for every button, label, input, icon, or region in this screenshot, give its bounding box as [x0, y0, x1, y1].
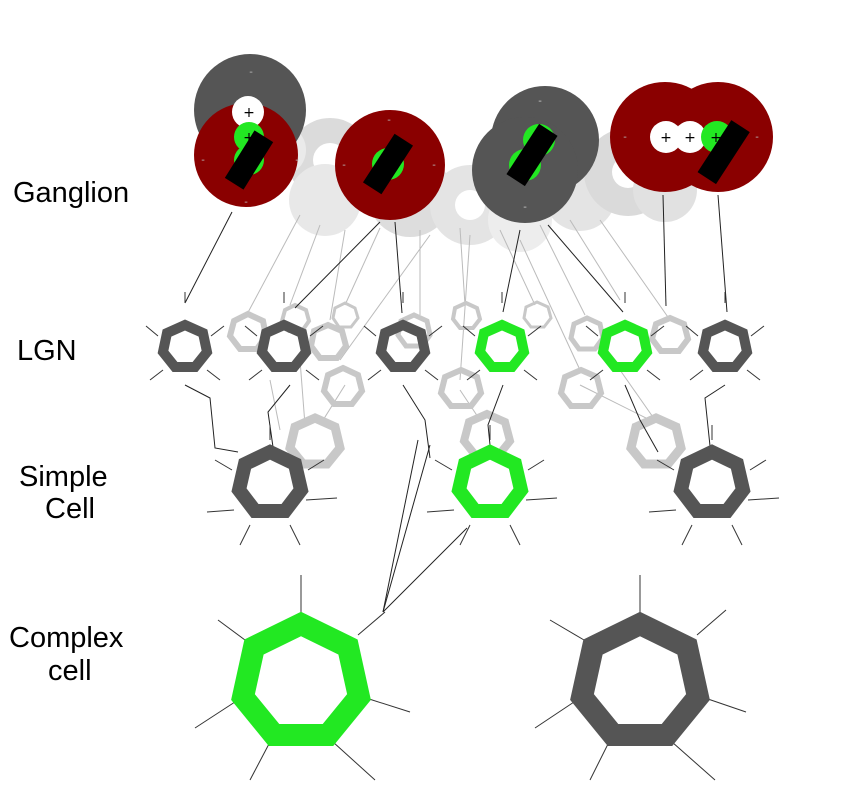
minus-sign: -: [755, 132, 759, 143]
faded-lgn-cells: [226, 300, 692, 469]
lgn-cell-5: [597, 319, 653, 372]
complex-cell-2: [570, 611, 710, 746]
minus-sign: -: [432, 160, 436, 171]
lgn-cell-4: [474, 319, 530, 372]
lgn-cell-6: [697, 319, 753, 372]
minus-sign: -: [295, 155, 299, 166]
simple-cell-label-line2: Cell: [45, 493, 95, 525]
lgn-cell-3: [375, 319, 431, 372]
orientation-bar: [506, 123, 558, 187]
minus-sign: -: [623, 132, 627, 143]
ganglion-cell-2: - - -: [335, 110, 445, 220]
complex-cell-label-line1: Complex: [9, 622, 124, 654]
simple-cell-3: [673, 444, 751, 518]
plus-sign: +: [243, 105, 255, 121]
minus-sign: -: [249, 67, 253, 78]
simple-cell-label-line1: Simple: [19, 461, 108, 493]
orientation-bar: [224, 130, 274, 190]
ganglion-cell-3: - -: [472, 86, 599, 223]
simple-cell-1: [231, 444, 309, 518]
minus-sign: -: [523, 202, 527, 213]
complex-cell-label-line2: cell: [48, 655, 92, 687]
lgn-label: LGN: [17, 335, 77, 367]
faint-connections: [244, 214, 671, 431]
ganglion-cell-4: + + + - -: [610, 82, 773, 192]
plus-sign: +: [660, 130, 672, 146]
minus-sign: -: [342, 160, 346, 171]
lgn-cell-1: [157, 319, 213, 372]
lgn-cell-2: [256, 319, 312, 372]
orientation-bar: [362, 133, 414, 195]
minus-sign: -: [538, 96, 542, 107]
minus-sign: -: [387, 115, 391, 126]
plus-sign: +: [243, 130, 255, 146]
minus-sign: -: [244, 197, 248, 208]
complex-cell-1: [231, 611, 371, 746]
lgn-row: [145, 292, 765, 381]
plus-sign: +: [684, 130, 696, 146]
complex-row: [194, 575, 747, 781]
simple-row: [206, 425, 780, 546]
minus-sign: -: [201, 155, 205, 166]
simple-cell-2: [451, 444, 529, 518]
ganglion-cell-1: + + - - - -: [194, 54, 306, 208]
main-connections: [184, 194, 728, 613]
plus-sign: +: [710, 130, 722, 146]
ganglion-label: Ganglion: [13, 177, 130, 209]
orientation-bar: [697, 120, 750, 185]
